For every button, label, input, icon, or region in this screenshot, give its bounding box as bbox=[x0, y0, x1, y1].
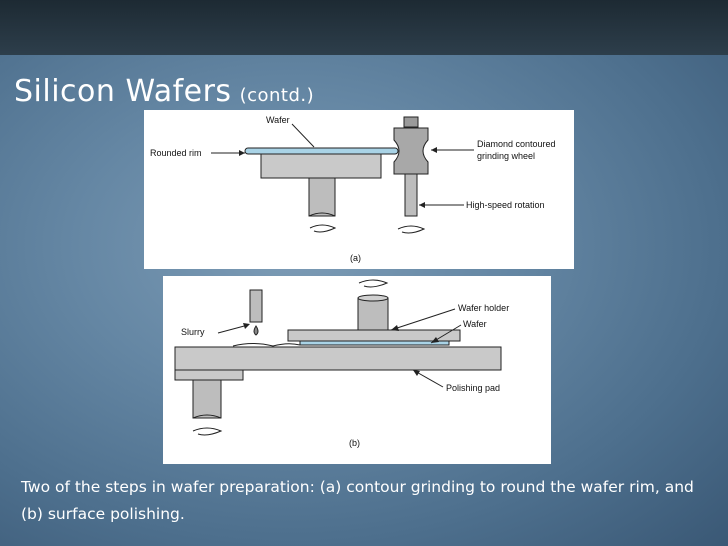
spindle-break bbox=[308, 212, 336, 217]
wheel-shaft bbox=[404, 173, 418, 217]
rotation-arrow-wheel bbox=[397, 225, 426, 234]
label-wafer-holder: Wafer holder bbox=[458, 303, 509, 313]
slurry-drop bbox=[253, 325, 259, 336]
surface-polishing-diagram: Slurry Wafer holder Wafer Polishing pad … bbox=[174, 279, 509, 448]
rotation-arrow-holder bbox=[358, 279, 389, 288]
chuck-spindle bbox=[308, 177, 336, 217]
caption-a: (a) bbox=[350, 253, 361, 263]
label-wafer: Wafer bbox=[266, 115, 290, 125]
label-polishing-pad: Polishing pad bbox=[446, 383, 500, 393]
title-suffix: (contd.) bbox=[239, 85, 315, 106]
rotation-arrow-platen bbox=[192, 427, 223, 436]
chuck bbox=[260, 153, 382, 179]
label-slurry: Slurry bbox=[181, 327, 205, 337]
caption-b: (b) bbox=[349, 438, 360, 448]
slide-caption: Two of the steps in wafer preparation: (… bbox=[21, 478, 694, 523]
rotation-arrow-chuck bbox=[309, 224, 337, 233]
diagram-a-panel: Wafer Rounded rim Diamond contoured grin… bbox=[144, 110, 574, 269]
label-wafer-b: Wafer bbox=[463, 319, 487, 329]
platen-shaft bbox=[192, 379, 222, 419]
wafer bbox=[299, 340, 450, 346]
wafer bbox=[244, 147, 399, 155]
header-banner bbox=[0, 0, 728, 55]
diagram-b-panel: Slurry Wafer holder Wafer Polishing pad … bbox=[163, 276, 551, 464]
leader-slurry bbox=[217, 324, 249, 334]
slurry-film bbox=[232, 343, 301, 347]
contour-grinding-diagram: Wafer Rounded rim Diamond contoured grin… bbox=[150, 115, 556, 263]
grinding-wheel bbox=[393, 127, 429, 175]
polishing-pad bbox=[174, 346, 502, 371]
wheel-hub-top bbox=[403, 116, 419, 128]
title-main: Silicon Wafers bbox=[14, 74, 232, 109]
slide-title: Silicon Wafers (contd.) bbox=[14, 74, 314, 109]
platen-hub bbox=[174, 369, 244, 381]
leader-holder bbox=[390, 308, 456, 331]
holder-shaft bbox=[357, 297, 389, 331]
slurry-nozzle bbox=[249, 289, 263, 323]
leader-wafer bbox=[291, 123, 315, 148]
label-wheel-line1: Diamond contoured bbox=[477, 139, 556, 149]
label-wheel-line2: grinding wheel bbox=[477, 151, 535, 161]
label-rounded-rim: Rounded rim bbox=[150, 148, 202, 158]
label-rotation: High-speed rotation bbox=[466, 200, 545, 210]
